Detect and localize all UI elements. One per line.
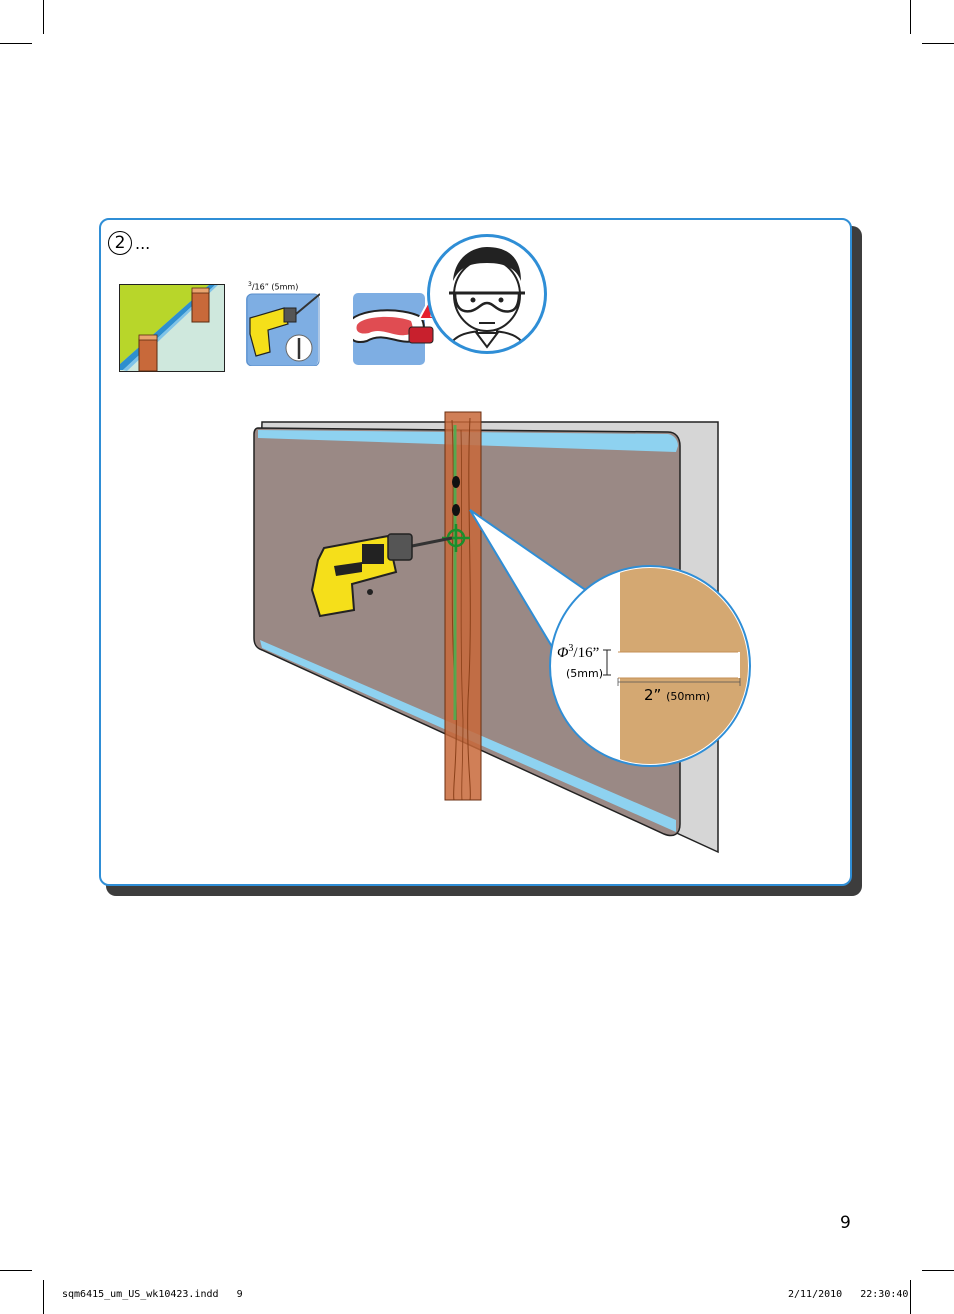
crop-mark (0, 1270, 32, 1271)
step-suffix: ... (135, 233, 151, 253)
wall-stud-icon (119, 284, 225, 372)
crop-mark (910, 1280, 911, 1314)
step-number: 2 (108, 231, 132, 255)
safety-goggles-icon (353, 293, 445, 365)
crop-mark (43, 0, 44, 34)
crop-mark (0, 43, 32, 44)
crop-mark (43, 1280, 44, 1314)
crop-mark (910, 0, 911, 34)
power-drill (310, 533, 453, 618)
drill-hole (452, 476, 460, 488)
hole-diameter-label: Φ3/16” (557, 643, 600, 661)
hole-diameter-mm: (5mm) (566, 667, 604, 680)
drill-hole (452, 504, 460, 516)
wood-stud (444, 411, 482, 801)
step-indicator: 2 ... (108, 231, 150, 255)
drill-hole-section (614, 652, 740, 678)
footer-filename: sqm6415_um_US_wk10423.indd 9 (62, 1289, 243, 1300)
page-number: 9 (840, 1213, 851, 1233)
crop-mark (922, 43, 954, 44)
drill-bit-size-label: 3/16” (5mm) (248, 281, 299, 292)
drill-bit-icon (246, 293, 320, 366)
person-with-goggles-icon (427, 234, 547, 354)
crop-mark (922, 1270, 954, 1271)
hole-depth-label: 2” (50mm) (644, 686, 711, 704)
footer-timestamp: 2/11/2010 22:30:40 (788, 1289, 909, 1300)
